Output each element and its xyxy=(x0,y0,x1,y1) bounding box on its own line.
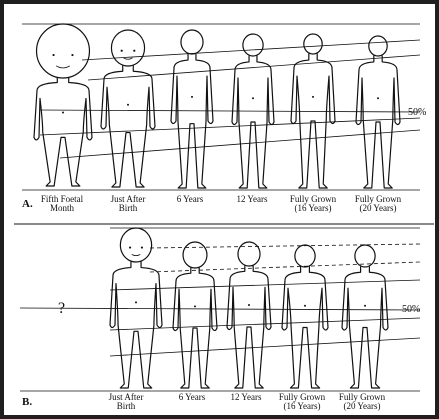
caption-label: 12 Years xyxy=(230,392,262,402)
eye xyxy=(141,246,143,248)
navel xyxy=(127,104,129,106)
caption-label: (20 Years) xyxy=(344,401,381,411)
eye xyxy=(133,50,135,52)
navel xyxy=(304,305,306,307)
caption-label: (16 Years) xyxy=(284,401,321,411)
caption-label: 6 Years xyxy=(177,194,204,204)
panel-letter: A. xyxy=(22,198,33,210)
navel xyxy=(364,305,366,307)
navel xyxy=(194,305,196,307)
eye xyxy=(52,54,54,56)
caption-label: Birth xyxy=(117,401,136,411)
navel xyxy=(252,97,254,99)
caption-label: Month xyxy=(50,203,75,213)
caption-label: 6 Years xyxy=(179,392,206,402)
percent-label: 50% xyxy=(402,304,420,315)
navel xyxy=(377,97,379,99)
navel xyxy=(62,112,64,114)
navel xyxy=(191,96,193,98)
caption-label: (16 Years) xyxy=(295,203,332,213)
navel xyxy=(248,304,250,306)
question-mark: ? xyxy=(58,300,65,317)
caption-label: 12 Years xyxy=(236,194,268,204)
navel xyxy=(135,301,137,303)
navel xyxy=(312,96,314,98)
panel-letter: B. xyxy=(22,396,32,408)
caption-label: Birth xyxy=(119,203,138,213)
percent-label: 50% xyxy=(408,107,426,118)
eye xyxy=(121,50,123,52)
eye xyxy=(129,246,131,248)
eye xyxy=(71,54,73,56)
caption-label: (20 Years) xyxy=(360,203,397,213)
